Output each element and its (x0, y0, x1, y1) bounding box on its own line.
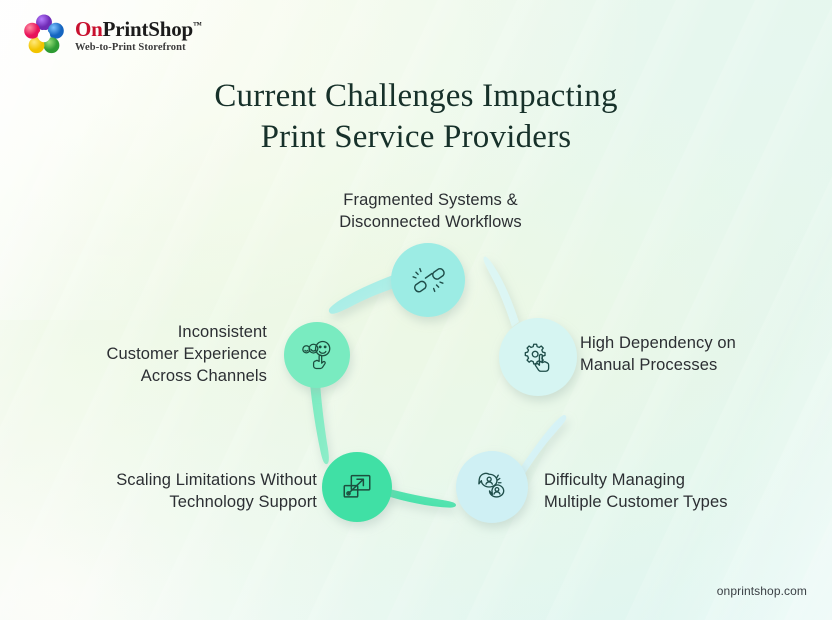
node-icon-manual-processes[interactable] (512, 331, 564, 383)
node-icon-customer-types[interactable] (466, 461, 518, 513)
page-title-line-1: Current Challenges Impacting (214, 78, 618, 114)
brand-name-suffix: PrintShop (102, 16, 194, 41)
label-inconsistent-experience: Inconsistent Customer Experience Across … (106, 323, 267, 385)
tail-manual-processes (483, 256, 519, 327)
label-scaling-limitations: Scaling Limitations Without Technology S… (116, 471, 317, 511)
page-title: Current Challenges Impacting Print Servi… (0, 76, 832, 158)
tail-scaling-limitations (378, 486, 456, 508)
brand-name-prefix: On (75, 16, 103, 41)
gear-hand-click-icon (524, 343, 550, 372)
brand-tagline: Web-to-Print Storefront (75, 41, 186, 53)
label-manual-processes: High Dependency on Manual Processes (580, 334, 736, 374)
page-title-line-2: Print Service Providers (260, 119, 572, 155)
footer-website[interactable]: onprintshop.com (716, 584, 807, 598)
brand-logo[interactable]: OnPrintShop™ Web-to-Print Storefront (22, 14, 202, 58)
label-customer-types: Difficulty Managing Multiple Customer Ty… (544, 471, 728, 511)
broken-chain-link-icon (412, 267, 445, 293)
brand-wordmark: OnPrintShop™ Web-to-Print Storefront (75, 16, 202, 54)
colored-petals-circle-logo-icon (24, 14, 64, 54)
label-fragmented-systems: Fragmented Systems & Disconnected Workfl… (339, 191, 522, 231)
feedback-faces-hand-icon (302, 340, 331, 370)
node-icon-fragmented-systems[interactable] (402, 254, 454, 306)
node-icon-inconsistent-experience[interactable] (291, 329, 343, 381)
trademark-symbol: ™ (193, 19, 202, 30)
expand-scale-arrow-icon (343, 474, 371, 498)
tail-customer-types (519, 414, 567, 477)
brand-name: OnPrintShop™ (75, 16, 202, 41)
node-icon-scaling-limitations[interactable] (331, 461, 383, 513)
tail-fragmented-systems (328, 272, 406, 314)
two-chat-bubbles-users-icon (478, 472, 505, 498)
tail-inconsistent-experience (310, 381, 329, 465)
